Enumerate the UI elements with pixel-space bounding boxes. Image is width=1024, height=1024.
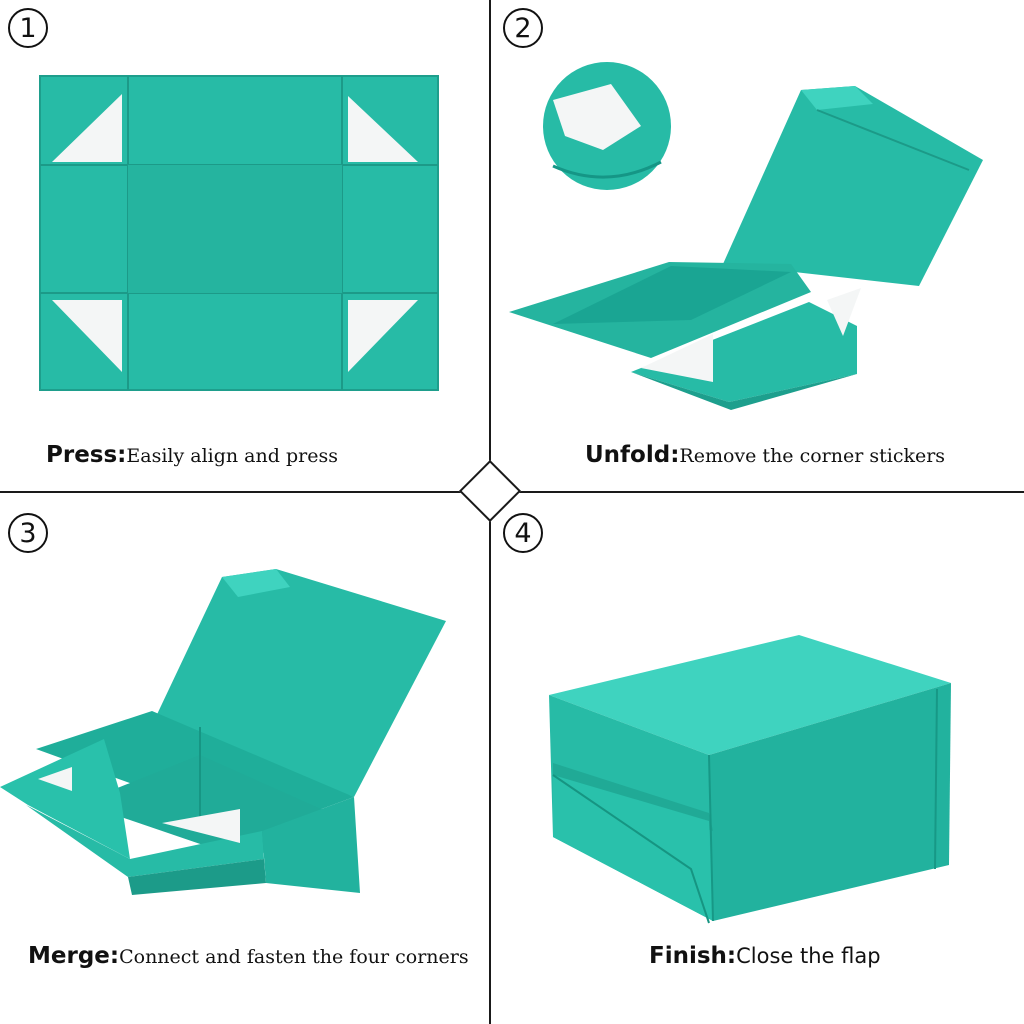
step-4-keyword: Finish: — [649, 943, 737, 969]
corner-flap-bottom-right — [348, 300, 418, 372]
step-2-keyword: Unfold: — [585, 442, 680, 468]
step-1-description: Easily align and press — [126, 445, 338, 467]
step-4-caption: Finish:Close the flap — [649, 943, 881, 969]
step-1-number-badge: 1 — [8, 8, 48, 48]
step-4-description: Close the flap — [736, 944, 881, 968]
unfolded-box-illustration — [509, 62, 983, 410]
step-2-number-badge: 2 — [503, 8, 543, 48]
step-1-keyword: Press: — [46, 442, 127, 468]
step-1-panel: 1 Press:Easily align and press — [0, 0, 490, 490]
step-3-panel: 3 Merge:Connect and fasten the four corn… — [0, 493, 490, 1024]
corner-flap-bottom-left — [52, 300, 122, 372]
corner-flap-top-right — [348, 96, 418, 162]
step-3-caption: Merge:Connect and fasten the four corner… — [28, 943, 469, 969]
step-4-panel: 4 Finish:Close the flap — [491, 493, 1024, 1024]
step-3-keyword: Merge: — [28, 943, 120, 969]
step-3-number-badge: 3 — [8, 513, 48, 553]
flat-box-illustration — [39, 75, 439, 391]
step-1-caption: Press:Easily align and press — [46, 442, 338, 468]
corner-flap-top-left — [52, 94, 122, 162]
merging-box-illustration — [0, 569, 446, 895]
step-2-caption: Unfold:Remove the corner stickers — [585, 442, 945, 468]
step-3-description: Connect and fasten the four corners — [119, 946, 469, 968]
step-2-description: Remove the corner stickers — [679, 445, 946, 467]
step-4-number-badge: 4 — [503, 513, 543, 553]
closed-box-illustration — [549, 635, 951, 924]
step-2-panel: 2 Unfold:Remove the corner stickers — [491, 0, 1024, 490]
